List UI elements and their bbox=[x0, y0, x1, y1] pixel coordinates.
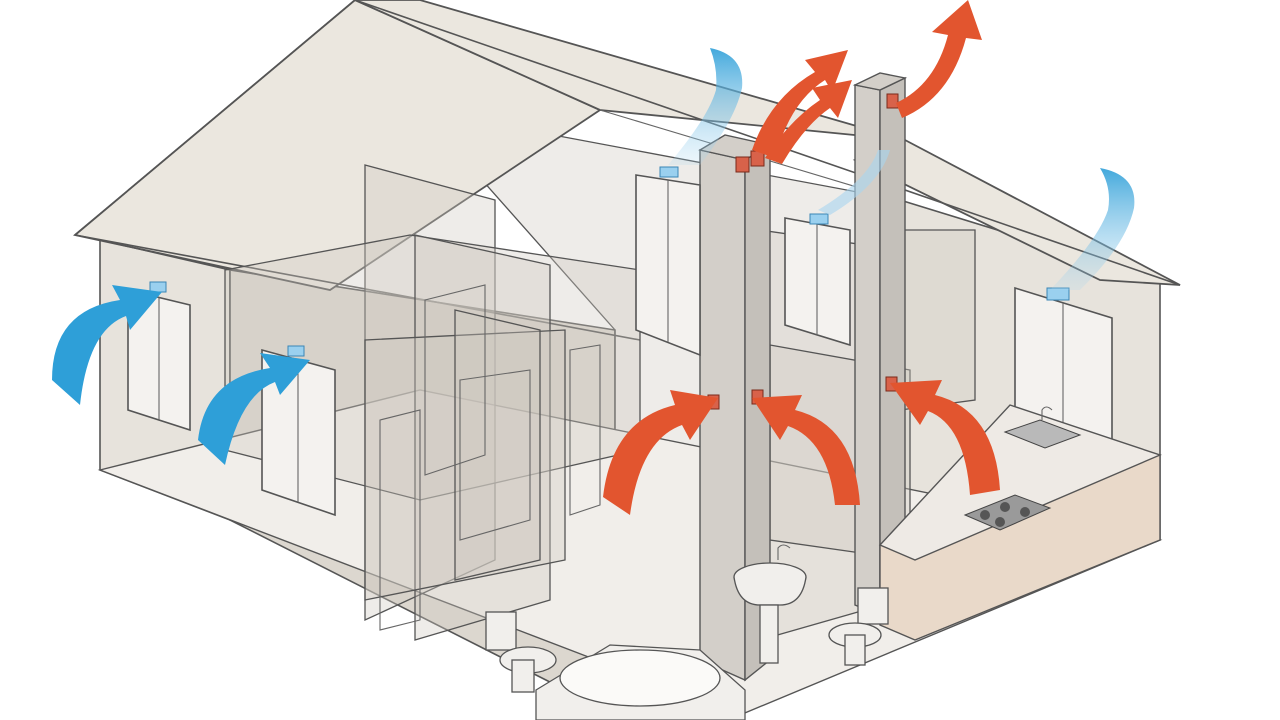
window-icon bbox=[635, 174, 701, 357]
ventilation-shaft-right bbox=[852, 72, 908, 617]
exhaust-air-arrow-icon bbox=[765, 80, 852, 164]
vent-grille-icon bbox=[287, 345, 305, 357]
exhaust-air-arrow-icon bbox=[896, 0, 982, 118]
vent-grille-icon bbox=[149, 281, 167, 293]
fresh-air-arrow-icon bbox=[52, 285, 162, 405]
window-icon bbox=[127, 288, 191, 432]
roof-eave-line bbox=[74, 234, 641, 341]
stove-icon bbox=[963, 494, 1052, 531]
toilet-icon bbox=[828, 587, 889, 666]
doorway-3 bbox=[459, 369, 531, 541]
bathtub-icon bbox=[535, 644, 746, 720]
sink-icon bbox=[1003, 406, 1082, 449]
exhaust-air-arrow-icon bbox=[603, 390, 718, 515]
fixtures bbox=[485, 404, 1162, 720]
shaft-right-top bbox=[852, 72, 908, 91]
window-icon bbox=[1014, 286, 1113, 442]
doorway-4 bbox=[379, 409, 421, 631]
fresh-air-arrow-icon bbox=[818, 150, 890, 215]
exhaust-air-arrow-icon bbox=[752, 50, 848, 158]
fresh-air-arrow-icon bbox=[198, 353, 310, 465]
partition-5 bbox=[454, 309, 541, 581]
vent-grille-icon bbox=[659, 166, 679, 178]
fresh-air-arrow-icon bbox=[668, 48, 743, 165]
doorway-1 bbox=[424, 284, 486, 476]
fresh-air-arrow-icon bbox=[1050, 168, 1135, 290]
toilet-icon bbox=[485, 611, 557, 693]
vent-grille-icon bbox=[886, 93, 899, 109]
exhaust-air-arrows bbox=[603, 0, 1000, 515]
exhaust-air-arrow-icon bbox=[752, 395, 860, 505]
partition-4 bbox=[364, 329, 566, 601]
doorway-2 bbox=[569, 344, 601, 516]
vent-grille-icon bbox=[735, 156, 750, 173]
fresh-air-arrows bbox=[52, 48, 1135, 465]
window-icon bbox=[784, 217, 851, 347]
exhaust-air-arrow-icon bbox=[890, 380, 1000, 495]
ventilation-shaft-left bbox=[698, 134, 772, 682]
vent-grille-icon bbox=[809, 213, 829, 225]
shaft-left-front bbox=[699, 149, 746, 682]
sink-icon bbox=[733, 544, 807, 664]
